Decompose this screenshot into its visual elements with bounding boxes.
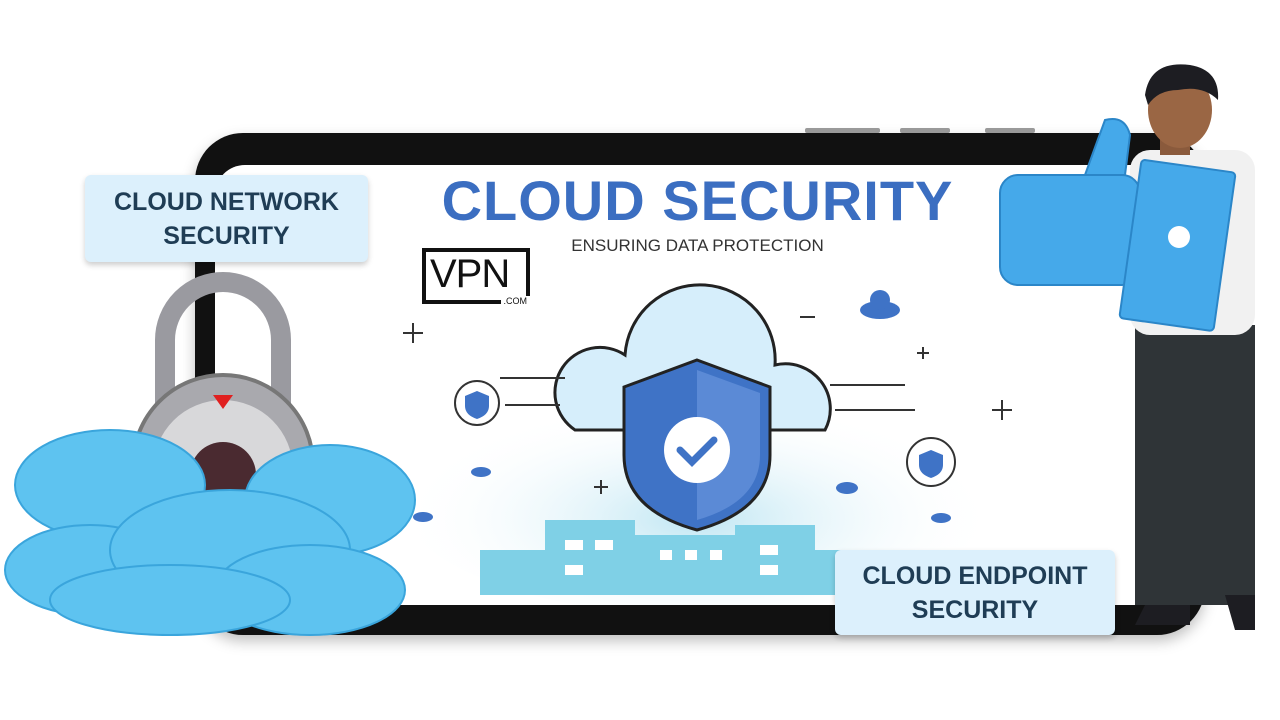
clouds-icon [4, 429, 416, 636]
small-shield-icon [906, 437, 956, 487]
label-line: CLOUD NETWORK [114, 187, 339, 216]
label-line: CLOUD ENDPOINT [862, 561, 1088, 590]
label-line: SECURITY [911, 595, 1039, 624]
padlock-shackle-icon [155, 272, 291, 420]
phone-button [985, 128, 1035, 133]
vpn-logo: VPN .COM [422, 248, 530, 306]
subtitle: ENSURING DATA PROTECTION [571, 236, 824, 255]
businessman-thumbs-up-illustration [999, 64, 1255, 630]
check-icon [676, 436, 718, 467]
padlock-cloud-illustration [4, 272, 416, 636]
phone-button [900, 128, 950, 133]
logo-suffix: .COM [500, 296, 530, 306]
logo-text: VPN [430, 252, 510, 296]
cloud-endpoint-security-label: CLOUD ENDPOINT SECURITY [835, 550, 1115, 635]
dial-marker-icon [213, 395, 233, 409]
small-shield-icon [454, 380, 500, 426]
cloud-network-security-label: CLOUD NETWORK SECURITY [85, 175, 368, 262]
page-title: CLOUD SECURITY [441, 169, 954, 232]
phone-button [805, 128, 880, 133]
label-line: SECURITY [163, 221, 290, 250]
